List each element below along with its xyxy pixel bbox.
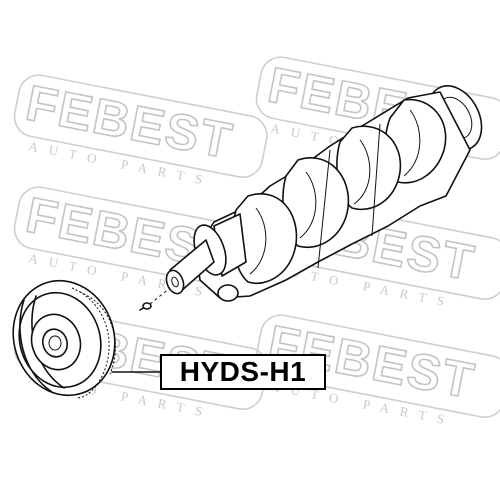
part-number-label: HYDS-H1 [160,354,326,390]
crankshaft-pulley-drawing [12,279,161,399]
watermark: FEBEST AUTO PARTS [13,74,268,189]
crankshaft-drawing [139,85,483,311]
